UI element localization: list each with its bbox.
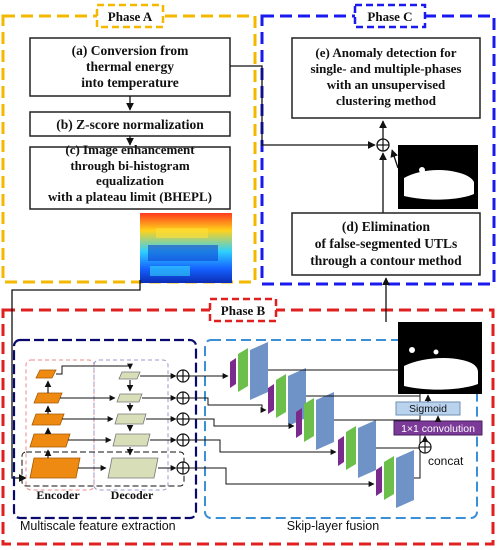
step-e-line2: single- and multiple-phases — [311, 61, 462, 76]
arrow-image-to-network — [11, 280, 141, 482]
phase-c-title-box — [353, 3, 427, 29]
step-c-line4: with a plateau limit (BHEPL) — [48, 189, 212, 204]
feature-stack-5 — [376, 450, 414, 508]
step-d-line3: through a contour method — [310, 253, 462, 268]
step-e-line4: clustering method — [336, 93, 437, 108]
step-a-line3: into temperature — [81, 75, 179, 90]
decoder-blocks — [107, 371, 159, 479]
decoder-frame — [93, 359, 169, 491]
step-e-line1: (e) Anomaly detection for — [315, 45, 456, 60]
phase-c-title: Phase C — [367, 9, 412, 24]
step-d-line1: (d) Elimination — [342, 219, 431, 234]
fusion-sum-nodes — [176, 369, 190, 475]
phase-a-title-box — [95, 3, 165, 29]
multiscale-label: Multiscale feature extraction — [20, 519, 176, 533]
feature-stack-4 — [338, 420, 376, 478]
step-d-box — [291, 212, 481, 276]
step-e-line3: with an unsupervised — [327, 77, 446, 92]
multiscale-frame — [12, 338, 198, 520]
phase-b-title-box — [208, 297, 278, 323]
encoder-label: Encoder — [36, 488, 80, 502]
concat-label: concat — [428, 454, 464, 468]
decoder-label: Decoder — [111, 488, 154, 502]
step-e-box — [291, 37, 481, 119]
arrow-a-to-sum — [230, 65, 376, 149]
arrow-mask-to-sum — [390, 149, 399, 169]
step-a-box — [29, 37, 231, 97]
encoder-frame — [25, 359, 95, 491]
step-b-label: (b) Z-score normalization — [56, 117, 204, 132]
step-a-line1: (a) Conversion from — [72, 43, 189, 58]
conv-label: 1×1 convolution — [401, 423, 475, 435]
feature-stack-3 — [296, 392, 334, 450]
skip-fusion-label: Skip-layer fusion — [287, 519, 379, 533]
encoder-blocks — [29, 369, 81, 479]
sigmoid-label: Sigmoid — [409, 403, 447, 415]
step-d-line2: of false-segmented UTLs — [315, 236, 457, 251]
feature-stack-1 — [230, 342, 268, 400]
decoder-to-sum-links — [140, 373, 177, 471]
mask-image-c — [398, 145, 478, 209]
phase-a-title: Phase A — [108, 9, 153, 24]
encoder-to-decoder-links — [56, 363, 133, 471]
mask-image-b — [398, 322, 482, 394]
step-c-line3: equalization — [96, 173, 165, 188]
thermal-image — [140, 213, 232, 283]
phase-b-title: Phase B — [221, 303, 266, 318]
step-c-box — [29, 146, 231, 210]
step-a-line2: thermal energy — [86, 59, 174, 74]
step-c-line2: through bi-histogram — [70, 158, 189, 173]
step-c-line1: (c) Image enhancement — [65, 142, 195, 157]
